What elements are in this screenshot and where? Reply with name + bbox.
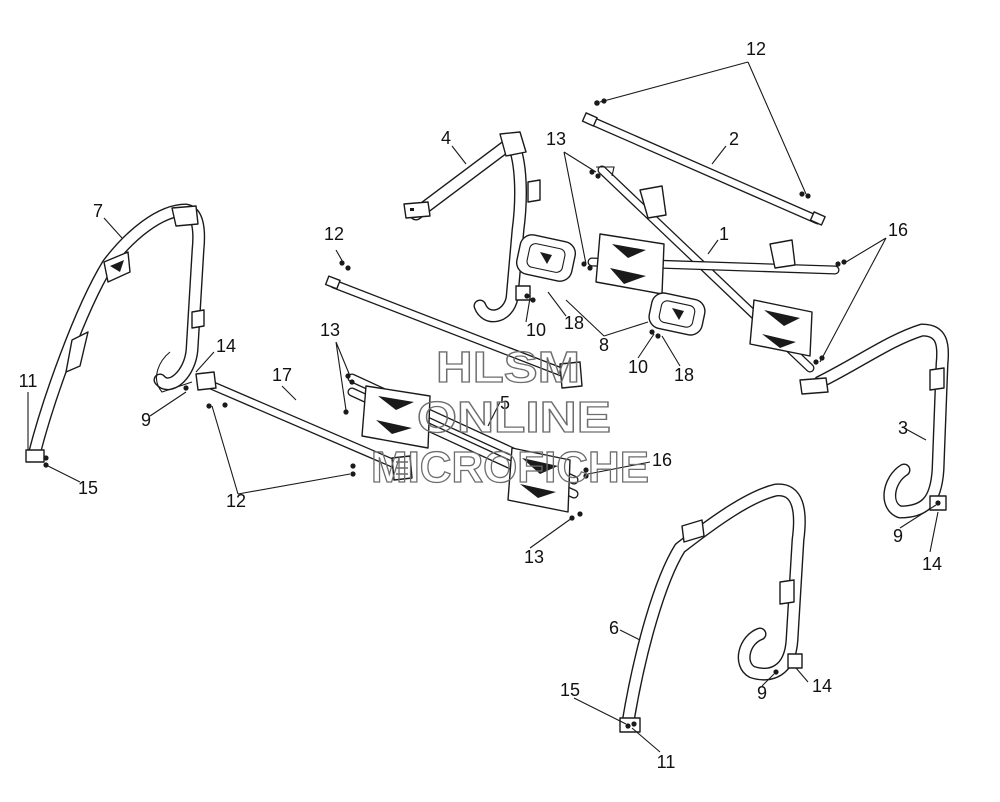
callout-9: 9 bbox=[757, 683, 767, 703]
callout-12: 12 bbox=[226, 491, 246, 511]
part-8-mirror-right bbox=[648, 292, 706, 336]
part-2-upper-cross-bar bbox=[581, 112, 826, 226]
callout-15: 15 bbox=[560, 680, 580, 700]
callout-13: 13 bbox=[320, 320, 340, 340]
part-7-left-front-hoop bbox=[25, 203, 206, 463]
callout-15: 15 bbox=[78, 478, 98, 498]
callout-5: 5 bbox=[500, 393, 510, 413]
callout-13: 13 bbox=[546, 129, 566, 149]
callout-6: 6 bbox=[609, 618, 619, 638]
part-4-upper-side-bar bbox=[403, 131, 541, 323]
callout-12: 12 bbox=[746, 39, 766, 59]
part-8-mirror-left bbox=[515, 234, 577, 282]
callout-10: 10 bbox=[628, 357, 648, 377]
part-3-right-rear-hoop bbox=[799, 323, 950, 519]
callout-14: 14 bbox=[922, 554, 942, 574]
callout-7: 7 bbox=[93, 201, 103, 221]
callout-9: 9 bbox=[893, 526, 903, 546]
leader-lines bbox=[27, 61, 939, 753]
callout-10: 10 bbox=[526, 320, 546, 340]
watermark-line-3: MICROFICHE bbox=[371, 443, 649, 492]
callout-16: 16 bbox=[888, 220, 908, 240]
callout-14: 14 bbox=[812, 676, 832, 696]
callout-12: 12 bbox=[324, 224, 344, 244]
fastener-hardware bbox=[43, 98, 941, 729]
part-6-right-front-hoop bbox=[619, 483, 806, 733]
callout-9: 9 bbox=[141, 410, 151, 430]
callout-1: 1 bbox=[719, 224, 729, 244]
watermark-line-1: HLSM bbox=[436, 343, 580, 392]
part-1-rear-brace bbox=[587, 165, 840, 373]
callout-17: 17 bbox=[272, 365, 292, 385]
callout-3: 3 bbox=[898, 418, 908, 438]
part-17-lower-cross-bar bbox=[195, 371, 413, 481]
callout-16: 16 bbox=[652, 450, 672, 470]
part-5-lower-brace bbox=[347, 373, 579, 513]
callout-18: 18 bbox=[564, 313, 584, 333]
callout-labels: 12 2 4 13 1 16 7 12 13 14 17 11 9 15 10 … bbox=[19, 39, 942, 772]
callout-4: 4 bbox=[441, 128, 451, 148]
callout-2: 2 bbox=[729, 129, 739, 149]
callout-11: 11 bbox=[657, 752, 676, 772]
watermark: HLSM ONLINE MICROFICHE bbox=[370, 342, 649, 492]
callout-14: 14 bbox=[216, 336, 236, 356]
callout-8: 8 bbox=[599, 335, 609, 355]
callout-13: 13 bbox=[524, 547, 544, 567]
callout-11: 11 bbox=[19, 371, 38, 391]
watermark-line-2: ONLINE bbox=[417, 393, 611, 442]
upper-left-cross-bar bbox=[324, 275, 583, 389]
callout-18: 18 bbox=[674, 365, 694, 385]
